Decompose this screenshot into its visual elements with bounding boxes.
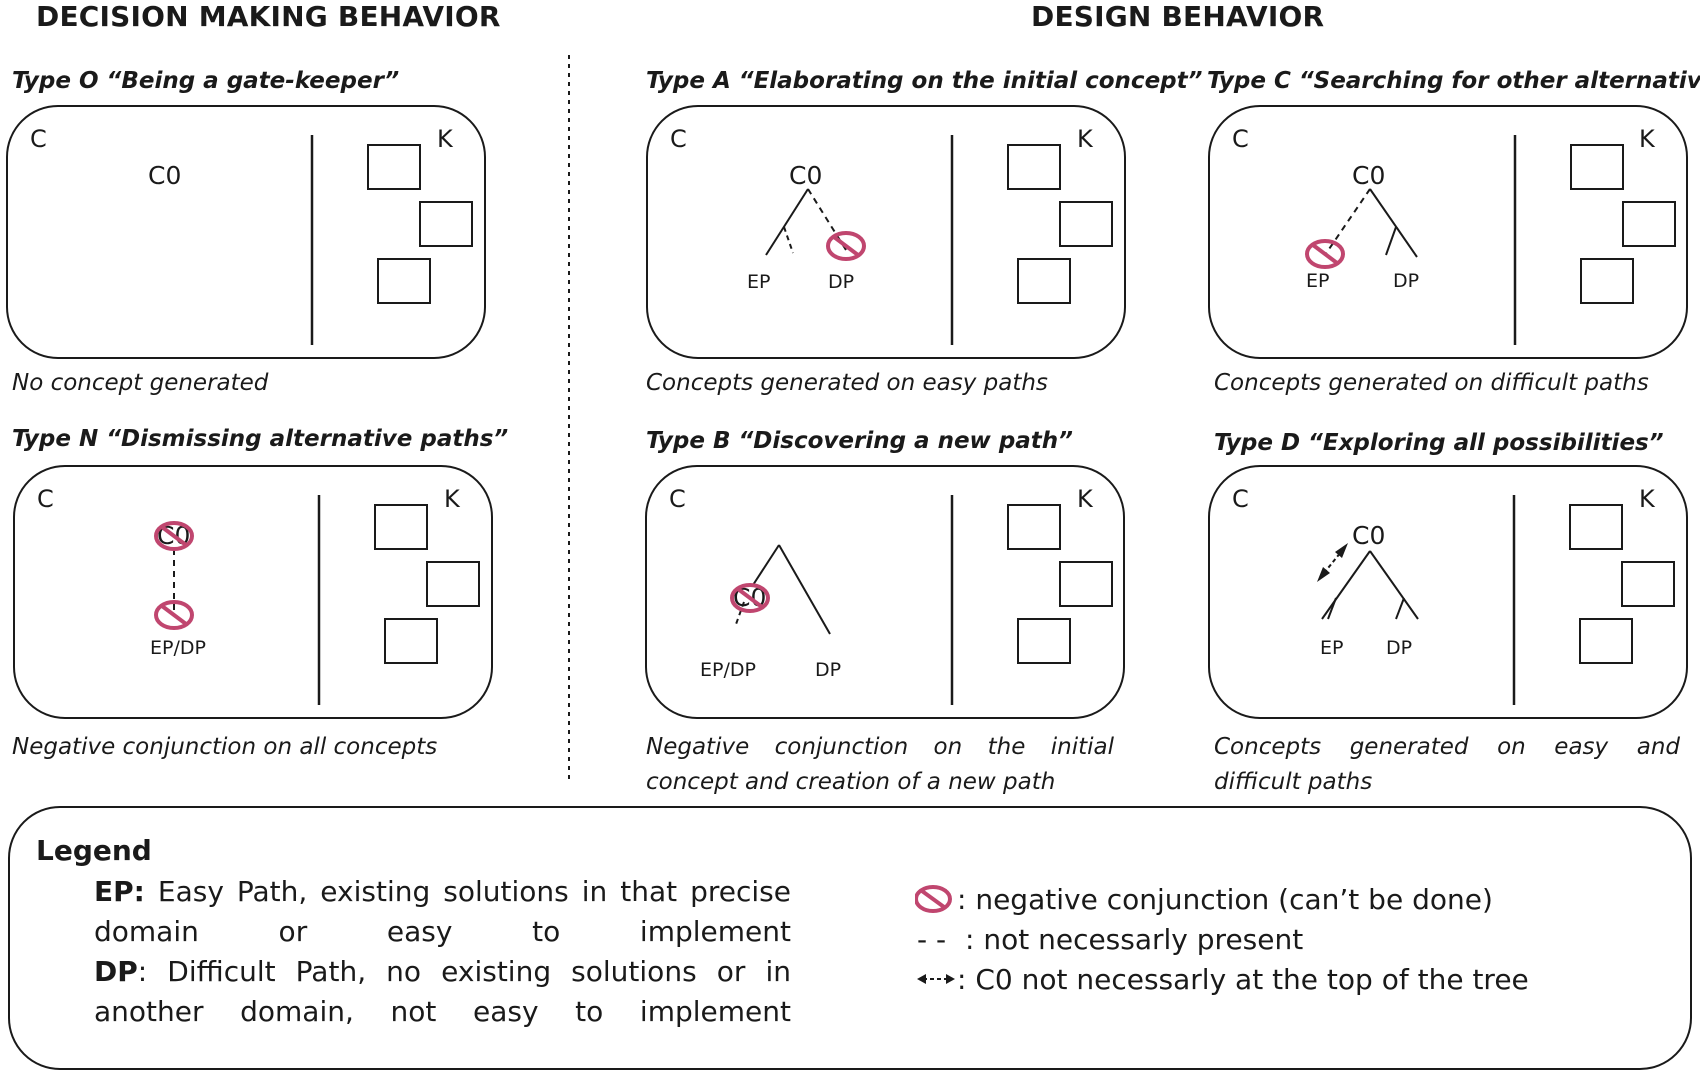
c-space-label: C — [669, 485, 686, 513]
c-space-label: C — [1232, 485, 1249, 513]
knowledge-box — [1017, 618, 1071, 664]
legend-ep-key: EP: — [94, 875, 145, 908]
type-c-title: Type C “Searching for other alternatives… — [1207, 68, 1700, 94]
k-space-label: K — [1077, 485, 1093, 513]
dp-label: DP — [828, 271, 855, 293]
type-o-diagram — [310, 135, 473, 345]
type-o-panel: C K C0 — [6, 105, 486, 359]
dp-label: DP — [1386, 637, 1413, 659]
ep-dp-label: EP/DP — [700, 659, 756, 681]
knowledge-box — [1007, 144, 1061, 190]
knowledge-box — [1059, 561, 1113, 607]
c-space-label: C — [30, 125, 47, 153]
c-space-label: C — [670, 125, 687, 153]
prohibition-icon — [730, 583, 770, 613]
legend-ep-entry: EP: Easy Path, existing solutions in tha… — [94, 872, 791, 952]
type-c-diagram — [1305, 135, 1676, 345]
knowledge-box — [367, 144, 421, 190]
legend-dashed-text: : not necessarly present — [965, 923, 1304, 956]
dashed-line-icon: - - — [917, 923, 947, 956]
type-a-title: Type A “Elaborating on the initial conce… — [646, 68, 1203, 94]
legend-arrow-text: : C0 not necessarly at the top of the tr… — [957, 963, 1529, 996]
c0-label: C0 — [789, 161, 823, 190]
k-space-label: K — [1639, 485, 1655, 513]
type-c-panel: C K C0 EP DP — [1208, 105, 1688, 359]
type-n-caption: Negative conjunction on all concepts — [12, 734, 438, 760]
knowledge-box — [1007, 504, 1061, 550]
knowledge-box — [1059, 201, 1113, 247]
k-space-label: K — [1077, 125, 1093, 153]
section-title-decision: DECISION MAKING BEHAVIOR — [36, 0, 501, 33]
prohibition-icon — [915, 885, 952, 913]
legend-negative-entry: : negative conjunction (can’t be done) — [915, 880, 1529, 920]
type-n-diagram — [154, 495, 480, 705]
knowledge-box — [1579, 618, 1633, 664]
prohibition-icon — [1305, 239, 1345, 269]
type-n-panel: C K C0 EP/DP — [13, 465, 493, 719]
legend-title: Legend — [36, 834, 152, 867]
knowledge-box — [374, 504, 428, 550]
knowledge-box — [1569, 504, 1623, 550]
type-b-caption-line2: concept and creation of a new path — [646, 769, 1056, 795]
knowledge-box — [1621, 561, 1675, 607]
c-space-label: C — [37, 485, 54, 513]
legend-dp-key: DP — [94, 955, 138, 988]
dp-label: DP — [1393, 270, 1420, 292]
knowledge-box — [384, 618, 438, 664]
knowledge-box — [419, 201, 473, 247]
type-d-panel: C K C0 EP DP — [1208, 465, 1688, 719]
double-arrow-icon — [917, 974, 955, 984]
legend-dp-text: : Difficult Path, no existing solutions … — [94, 955, 791, 1028]
c-space-label: C — [1232, 125, 1249, 153]
legend-negative-text: : negative conjunction (can’t be done) — [957, 883, 1493, 916]
double-arrow-icon — [1317, 543, 1348, 582]
type-o-title: Type O “Being a gate-keeper” — [12, 68, 400, 94]
ep-label: EP — [1320, 637, 1344, 659]
c0-label: C0 — [1352, 161, 1386, 190]
type-n-title: Type N “Dismissing alternative paths” — [12, 426, 509, 452]
type-a-caption: Concepts generated on easy paths — [646, 370, 1048, 396]
type-a-diagram — [765, 135, 1113, 345]
k-space-label: K — [444, 485, 460, 513]
prohibition-icon — [154, 600, 194, 630]
type-b-title: Type B “Discovering a new path” — [646, 428, 1073, 454]
prohibition-icon — [826, 231, 866, 261]
type-b-caption-line1: Negative conjunction on the initial — [646, 734, 1114, 760]
section-divider — [568, 55, 570, 780]
type-d-caption-line1: Concepts generated on easy and — [1214, 734, 1680, 760]
legend-dashed-entry: - - : not necessarly present — [915, 920, 1529, 960]
dp-label: DP — [815, 659, 842, 681]
type-b-diagram — [730, 495, 1113, 705]
type-o-caption: No concept generated — [12, 370, 269, 396]
k-space-label: K — [1639, 125, 1655, 153]
k-space-label: K — [437, 125, 453, 153]
type-b-panel: C K C0 EP/DP DP — [645, 465, 1125, 719]
legend-dp-entry: DP: Difficult Path, no existing solution… — [94, 952, 791, 1032]
legend-path-definitions: EP: Easy Path, existing solutions in tha… — [94, 872, 791, 1032]
section-title-design: DESIGN BEHAVIOR — [1031, 0, 1325, 33]
ep-label: EP — [747, 271, 771, 293]
ep-label: EP — [1306, 270, 1330, 292]
legend-symbols: : negative conjunction (can’t be done) -… — [915, 880, 1529, 1000]
type-d-title: Type D “Exploring all possibilities” — [1214, 430, 1664, 456]
knowledge-box — [1570, 144, 1624, 190]
c0-label: C0 — [148, 161, 182, 190]
knowledge-box — [1017, 258, 1071, 304]
legend-ep-text: Easy Path, existing solutions in that pr… — [94, 875, 791, 948]
legend-box: Legend EP: Easy Path, existing solutions… — [8, 806, 1692, 1070]
type-d-diagram — [1317, 495, 1675, 705]
type-c-caption: Concepts generated on difficult paths — [1214, 370, 1649, 396]
c0-label: C0 — [1352, 521, 1386, 550]
knowledge-box — [426, 561, 480, 607]
prohibition-icon — [154, 521, 194, 551]
knowledge-box — [1580, 258, 1634, 304]
type-d-caption-line2: difficult paths — [1214, 769, 1373, 795]
legend-arrow-entry: : C0 not necessarly at the top of the tr… — [915, 960, 1529, 1000]
knowledge-box — [1622, 201, 1676, 247]
type-a-panel: C K C0 EP DP — [646, 105, 1126, 359]
ep-dp-label: EP/DP — [150, 637, 206, 659]
knowledge-box — [377, 258, 431, 304]
